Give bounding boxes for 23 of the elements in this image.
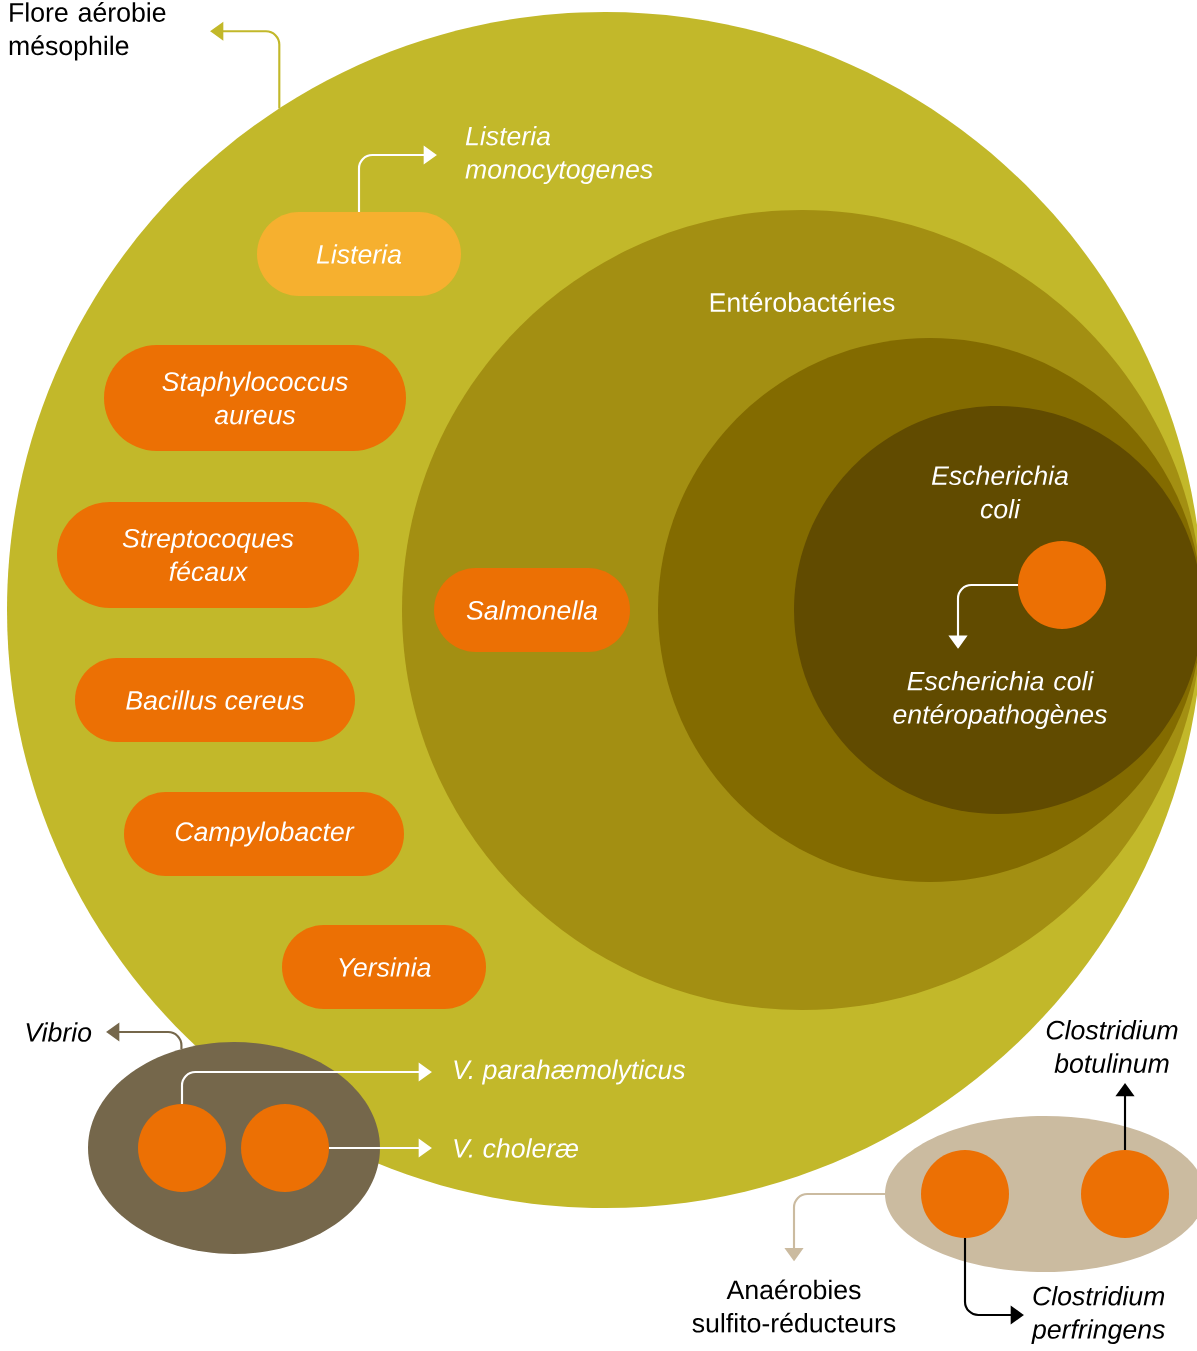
bacterium-dot <box>241 1104 329 1192</box>
group-label: Anaérobies sulfito-réducteurs <box>692 1279 896 1333</box>
bacterium-dot <box>1018 541 1106 629</box>
bacterium-pill: Salmonella <box>434 568 630 652</box>
arrow <box>357 145 437 212</box>
bacterium-pill: Campylobacter <box>124 792 404 876</box>
bacterium-dot <box>1081 1150 1169 1238</box>
bacterium-dot <box>921 1150 1009 1238</box>
group-label: Vibrio <box>26 1022 92 1042</box>
species-label: Clostridium perfringens <box>1031 1285 1165 1345</box>
bacterium-dot <box>138 1104 226 1192</box>
bacterium-pill: Streptocoques fécaux <box>57 502 359 608</box>
species-label: Escherichia coli entéropathogènes <box>893 670 1107 730</box>
species-label: Clostridium botulinum <box>1046 1020 1178 1073</box>
species-label: Listeria monocytogenes <box>465 125 653 185</box>
bacterium-pill: Bacillus cereus <box>75 658 355 742</box>
species-label: V. parahæmolyticus <box>454 1059 686 1085</box>
species-label: V. choleræ <box>454 1138 578 1158</box>
group-label: Flore aérobie mésophile <box>9 2 166 61</box>
bacterium-pill: Yersinia <box>282 925 486 1009</box>
bacterium-pill: Listeria <box>257 212 461 296</box>
arrow <box>180 1062 432 1104</box>
bacterium-pill: Staphylococcus aureus <box>104 345 406 451</box>
